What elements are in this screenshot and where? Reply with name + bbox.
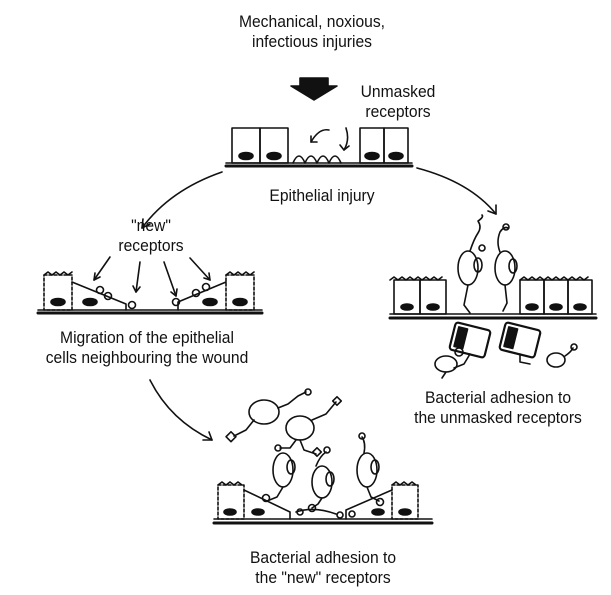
- epithelium-new-adhesion: [214, 433, 432, 523]
- epithelium-injured: [226, 128, 412, 166]
- unmasked-receptors-line-2: receptors: [343, 102, 453, 122]
- epithelium-unmasked-adhesion: [390, 215, 596, 378]
- new-receptor-pointers: [94, 257, 210, 296]
- migration-line-1: Migration of the epithelial: [26, 328, 267, 348]
- injury-cause-line-2: infectious injuries: [220, 32, 404, 52]
- migration-label: Migration of the epithelial cells neighb…: [26, 328, 267, 368]
- cycle-arrow-bottom: [150, 380, 212, 440]
- adhesion-unmasked-line-1: Bacterial adhesion to: [397, 388, 599, 408]
- epithelium-migrating: [38, 272, 262, 313]
- bacteria-free: [226, 389, 341, 456]
- adhesion-unmasked-label: Bacterial adhesion to the unmasked recep…: [397, 388, 599, 428]
- injury-cause-label: Mechanical, noxious, infectious injuries: [220, 12, 404, 52]
- injury-arrow: [291, 78, 337, 100]
- adhesion-new-line-1: Bacterial adhesion to: [226, 548, 419, 568]
- new-receptors-line-2: receptors: [100, 236, 201, 256]
- adhesion-unmasked-line-2: the unmasked receptors: [397, 408, 599, 428]
- unmasked-receptors-line-1: Unmasked: [343, 82, 453, 102]
- adhesion-new-label: Bacterial adhesion to the "new" receptor…: [226, 548, 419, 588]
- new-receptors-line-1: "new": [100, 216, 201, 236]
- epithelial-injury-text: Epithelial injury: [239, 186, 405, 206]
- epithelial-injury-label: Epithelial injury: [239, 186, 405, 206]
- migration-line-2: cells neighbouring the wound: [26, 348, 267, 368]
- unmasked-receptors-label: Unmasked receptors: [343, 82, 453, 122]
- injury-cause-line-1: Mechanical, noxious,: [220, 12, 404, 32]
- new-receptors-label: "new" receptors: [100, 216, 201, 256]
- cycle-arrow-right: [417, 168, 496, 214]
- adhesion-new-line-2: the "new" receptors: [226, 568, 419, 588]
